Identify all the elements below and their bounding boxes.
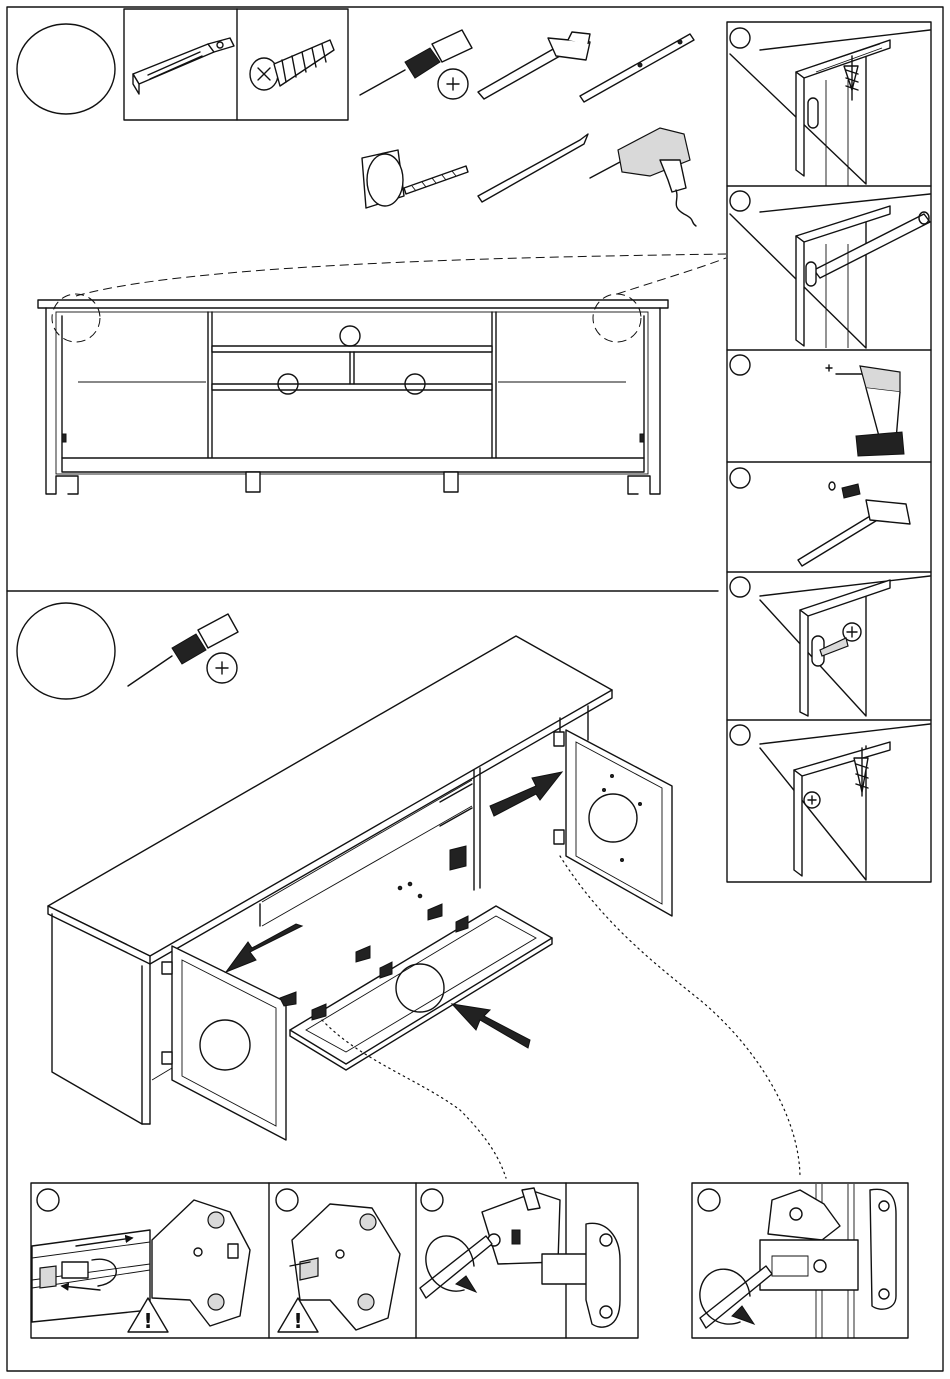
wall-step-5 bbox=[730, 576, 930, 716]
wall-fixing-strip bbox=[727, 22, 931, 882]
corded-drill-icon bbox=[590, 128, 696, 226]
arrow-center-flap bbox=[452, 1004, 530, 1048]
hinge-detail-3-badge bbox=[421, 1189, 443, 1211]
wall-step-2-badge bbox=[730, 191, 750, 211]
hinge-detail-2: ! bbox=[276, 1189, 400, 1333]
arrow-right-door bbox=[490, 772, 562, 816]
wall-step-2 bbox=[730, 191, 930, 348]
warning-symbol: ! bbox=[143, 1309, 152, 1333]
wall-step-6 bbox=[730, 724, 930, 880]
countersunk-screw-icon bbox=[250, 40, 334, 90]
right-door bbox=[554, 730, 672, 916]
arrow-left-door bbox=[226, 924, 302, 972]
parts-box bbox=[124, 9, 348, 120]
step-one-circle bbox=[17, 24, 115, 114]
wall-step-3-badge bbox=[730, 355, 750, 375]
cabinet-isometric-view bbox=[48, 636, 800, 1178]
wall-step-5-badge bbox=[730, 577, 750, 597]
hinge-detail-4-badge bbox=[698, 1189, 720, 1211]
leader-to-hinge-detail-right bbox=[560, 856, 800, 1178]
wall-step-1-badge bbox=[730, 28, 750, 48]
hinge-detail-2-badge bbox=[276, 1189, 298, 1211]
hinge-detail-strip: ! ! bbox=[31, 1183, 908, 1338]
wall-step-6-badge bbox=[730, 725, 750, 745]
left-door bbox=[162, 946, 286, 1140]
step-two-screwdriver-icon bbox=[128, 614, 238, 686]
pencil-icon bbox=[478, 134, 588, 202]
wall-step-4 bbox=[730, 468, 910, 566]
wall-step-3 bbox=[730, 355, 904, 456]
step-two-circle bbox=[17, 603, 115, 699]
step-one-section bbox=[17, 9, 726, 494]
hinge-detail-3 bbox=[420, 1183, 620, 1338]
wall-step-1 bbox=[730, 28, 930, 186]
cabinet-front-view bbox=[38, 254, 726, 494]
hinge-detail-1: ! bbox=[32, 1189, 250, 1333]
warning-symbol-2: ! bbox=[293, 1309, 302, 1333]
wall-step-4-badge bbox=[730, 468, 750, 488]
hinge-detail-4 bbox=[698, 1184, 896, 1338]
hammer-icon bbox=[478, 32, 590, 99]
step-two-section: ! ! bbox=[17, 603, 908, 1338]
hinge-detail-1-badge bbox=[37, 1189, 59, 1211]
spirit-level-icon bbox=[580, 34, 694, 102]
angle-bracket-icon bbox=[133, 38, 234, 94]
tape-measure-icon bbox=[362, 150, 468, 208]
phillips-screwdriver-icon bbox=[360, 30, 472, 99]
